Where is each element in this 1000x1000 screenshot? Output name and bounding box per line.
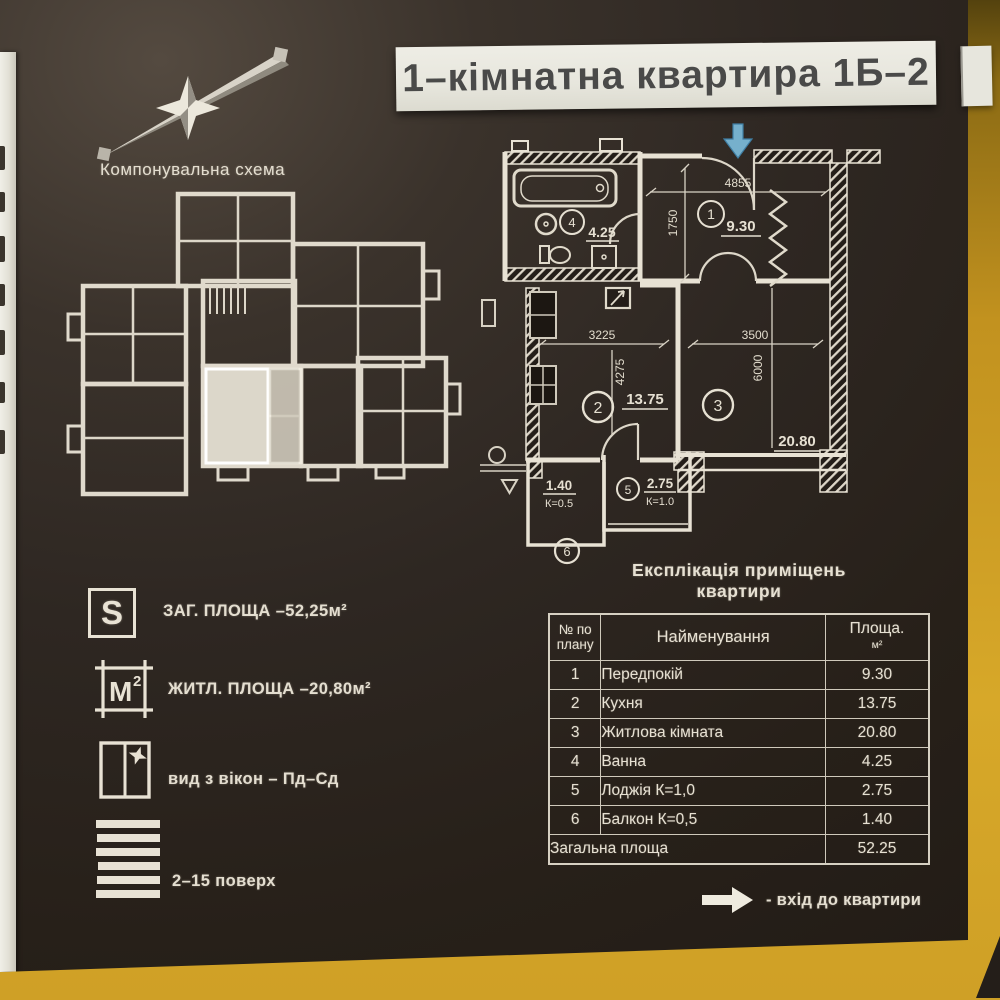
building-layout-scheme <box>66 191 462 497</box>
row-num: 2 <box>548 688 602 719</box>
stairs-hatch <box>209 286 246 314</box>
apartment-floor-plan: 4855 1750 3225 4275 3500 6000 1 9.30 2 1… <box>480 123 881 565</box>
row-num: 3 <box>548 717 602 748</box>
entrance-note-text: - вхід до квартири <box>766 890 922 909</box>
dim-living-depth: 6000 <box>751 354 765 381</box>
room-5-area: 2.75 <box>647 476 674 491</box>
explication-title-line2: квартири <box>696 581 782 601</box>
spine-glyph-fragment <box>0 146 5 170</box>
header-area: Площа. м² <box>825 613 930 661</box>
spine-glyph-fragment <box>0 284 5 306</box>
page-spine-strip <box>0 52 16 972</box>
title-banner-edge-tab <box>960 45 993 107</box>
dim-living-width: 3500 <box>742 328 769 342</box>
room-2-num: 2 <box>594 400 603 417</box>
table-row: 3 Житлова кімната 20.80 <box>548 717 930 748</box>
dimension-lines <box>535 163 832 448</box>
entrance-arrow-icon <box>722 123 754 160</box>
living-area-icon: М 2 <box>95 660 153 718</box>
exp-table-body: 1 Передпокій 9.30 2 Кухня 13.75 3 Житлов… <box>548 659 930 835</box>
row-num: 6 <box>548 804 602 835</box>
room-1-area: 9.30 <box>726 218 755 235</box>
table-row: 6 Балкон К=0,5 1.40 <box>548 804 930 835</box>
room-2-area: 13.75 <box>626 391 664 408</box>
page-title: 1–кімнатна квартира 1Б–2 <box>401 50 930 101</box>
row-name: Кухня <box>600 688 827 719</box>
explication-section: Експлікація приміщень квартири № по план… <box>548 560 930 865</box>
room-6-area: 1.40 <box>546 478 572 493</box>
row-name: Житлова кімната <box>600 717 827 748</box>
row-num: 1 <box>548 659 602 690</box>
explication-title-line1: Експлікація приміщень <box>632 560 846 580</box>
row-area: 1.40 <box>825 804 930 835</box>
floors-label: 2–15 поверх <box>172 872 276 890</box>
header-num: № по плану <box>548 613 602 661</box>
row-name: Передпокій <box>600 659 827 690</box>
electric-panel-icon <box>604 286 632 310</box>
spine-glyph-fragment <box>0 192 5 212</box>
table-row: 2 Кухня 13.75 <box>548 688 930 719</box>
room-3-area: 20.80 <box>778 433 816 450</box>
table-row: 1 Передпокій 9.30 <box>548 659 930 690</box>
windows-view-icon <box>99 741 151 799</box>
spine-glyph-fragment <box>0 330 5 355</box>
room-6-coef: К=0.5 <box>545 498 573 510</box>
room-labels: 1 9.30 2 13.75 3 20.80 4 4.25 5 2.75 <box>543 200 820 565</box>
room-4-area: 4.25 <box>588 224 615 240</box>
total-value: 52.25 <box>825 833 930 865</box>
windows-view-label: вид з вікон – Пд–Сд <box>168 770 339 788</box>
title-banner: 1–кімнатна квартира 1Б–2 <box>395 40 937 112</box>
dim-kitchen-depth: 4275 <box>613 358 627 385</box>
row-name: Ванна <box>600 746 827 777</box>
row-area: 20.80 <box>825 717 930 748</box>
bath-fixtures <box>512 168 618 269</box>
dim-kitchen-width: 3225 <box>589 328 616 342</box>
room-5-coef: К=1.0 <box>646 496 674 508</box>
total-label: Загальна площа <box>548 833 827 865</box>
room-6-num: 6 <box>563 544 570 559</box>
compass-icon <box>96 46 289 162</box>
floors-icon <box>96 820 160 898</box>
entrance-note: - вхід до квартири <box>702 886 921 914</box>
kitchen-fixtures <box>529 291 557 405</box>
header-name: Найменування <box>600 613 827 661</box>
scheme-caption: Компонувальна схема <box>100 160 286 179</box>
row-num: 5 <box>548 775 602 806</box>
row-area: 4.25 <box>825 746 930 777</box>
row-name: Балкон К=0,5 <box>600 804 827 835</box>
explication-table: № по плану Найменування Площа. м² 1 Пере… <box>548 613 930 865</box>
page-corner-fold <box>976 936 1000 998</box>
entrance-arrow-legend-icon <box>702 887 753 913</box>
room-3-num: 3 <box>714 398 723 415</box>
service-symbols <box>480 299 526 496</box>
spine-glyph-fragment <box>0 382 5 403</box>
living-area-symbol-sup: 2 <box>133 673 141 690</box>
door-arcs <box>600 156 758 461</box>
spine-glyph-fragment <box>0 430 5 454</box>
dim-hall-depth: 1750 <box>666 209 680 236</box>
room-5-num: 5 <box>625 483 632 497</box>
living-area-symbol: М <box>109 676 132 707</box>
row-area: 9.30 <box>825 659 930 690</box>
total-area-symbol: S <box>100 594 123 631</box>
total-area-icon: S <box>88 588 136 638</box>
row-area: 2.75 <box>825 775 930 806</box>
spine-glyph-fragment <box>0 236 5 262</box>
zigzag-symbol <box>767 189 789 287</box>
table-total-row: Загальна площа 52.25 <box>548 833 930 865</box>
row-name: Лоджія К=1,0 <box>600 775 827 806</box>
explication-title: Експлікація приміщень квартири <box>548 560 930 602</box>
row-num: 4 <box>548 746 602 777</box>
total-area-label: ЗАГ. ПЛОЩА –52,25м² <box>163 602 348 620</box>
highlighted-apartment <box>204 367 303 465</box>
row-area: 13.75 <box>825 688 930 719</box>
living-area-label: ЖИТЛ. ПЛОЩА –20,80м² <box>168 680 371 698</box>
room-1-num: 1 <box>707 206 715 222</box>
table-row: 5 Лоджія К=1,0 2.75 <box>548 775 930 806</box>
dim-hall-width: 4855 <box>725 176 752 190</box>
table-row: 4 Ванна 4.25 <box>548 746 930 777</box>
room-4-num: 4 <box>568 215 575 230</box>
